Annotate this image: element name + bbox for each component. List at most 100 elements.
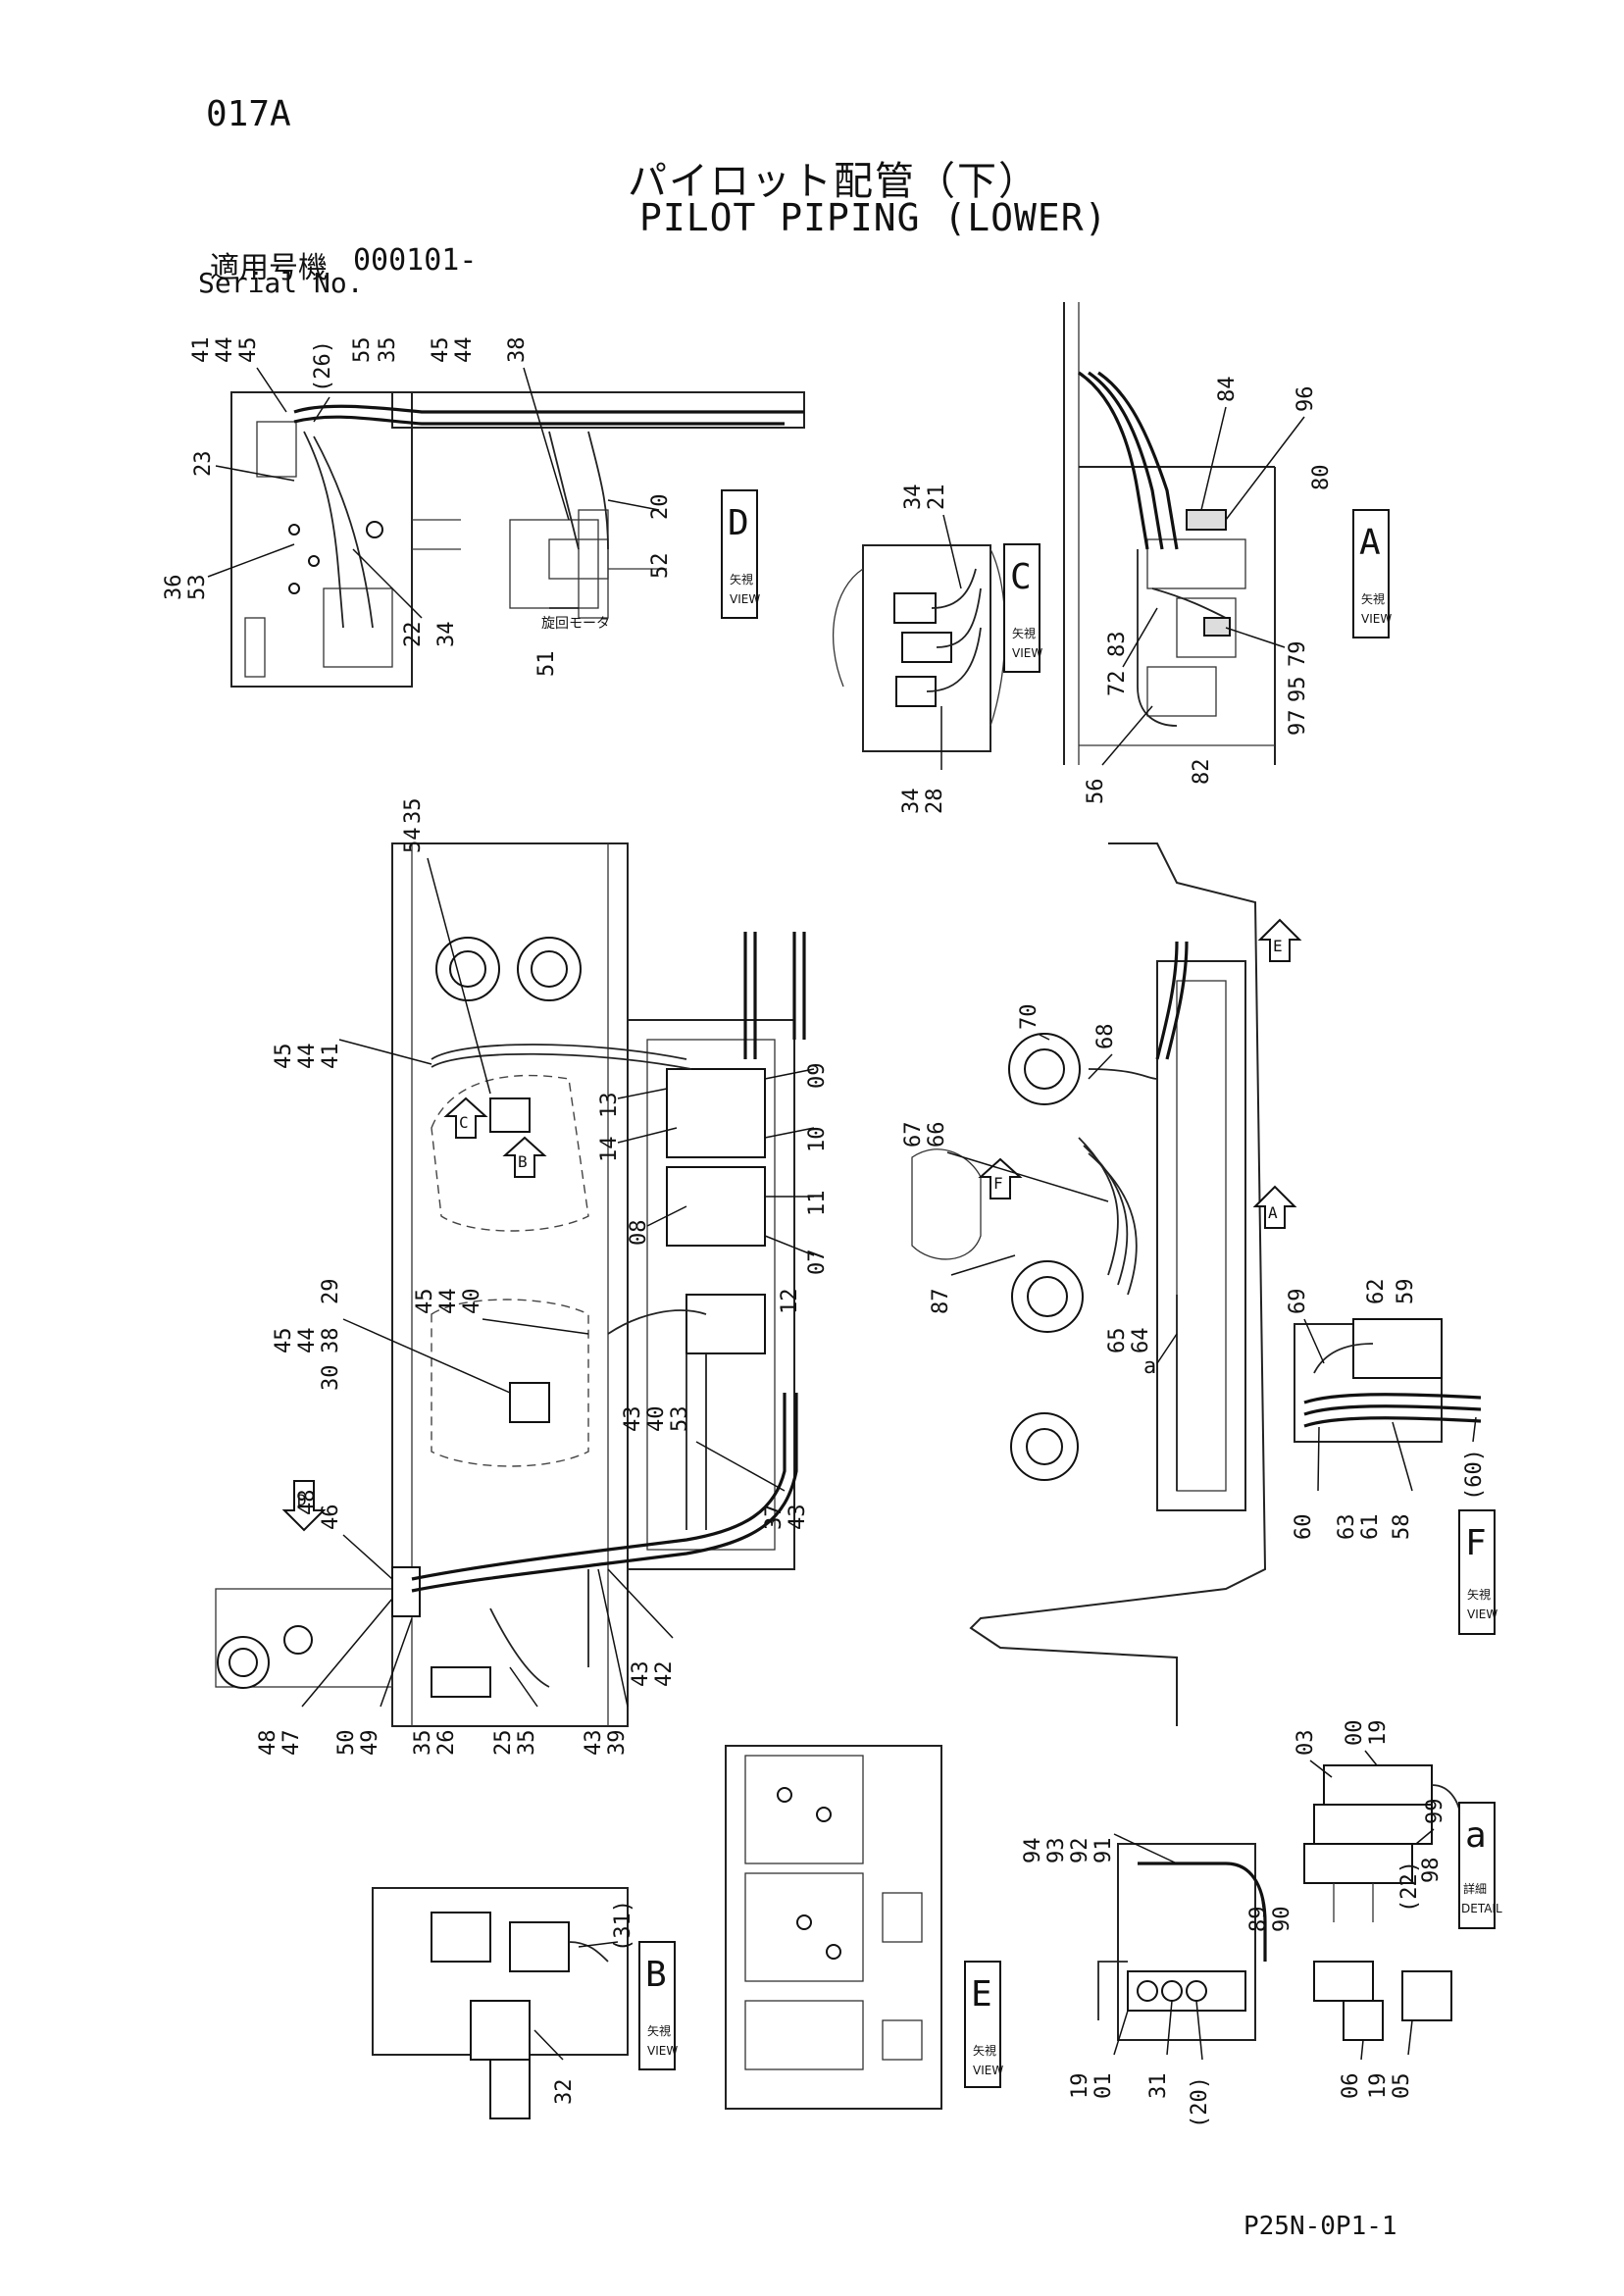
part-callout: 36 — [162, 575, 186, 601]
view-f-drawing — [1294, 1318, 1482, 1443]
part-callout: 35 — [401, 798, 426, 825]
part-callout: 43 — [786, 1505, 810, 1531]
part-callout: 44 — [213, 337, 237, 364]
part-callout: 91 — [1091, 1838, 1116, 1864]
lower-valve-drawing — [1097, 1843, 1267, 2041]
view-e-drawing — [725, 1745, 942, 2110]
callouts-main-upper: 35 54 45 44 41 13 14 08 09 10 11 07 12 — [272, 798, 830, 1315]
main-lower-frame — [215, 842, 806, 1727]
view-label-d: D 矢視 VIEW — [721, 489, 760, 619]
part-callout: VIEW — [1012, 646, 1042, 660]
section-arrow-f: F — [978, 1157, 1023, 1199]
part-callout: 41 — [189, 337, 214, 364]
part-callout: 34 — [899, 789, 924, 815]
detail-a-drawing — [1303, 1764, 1462, 1922]
callouts-lower-right: 06 19 05 — [1339, 2019, 1414, 2100]
part-callout: 47 — [279, 1730, 304, 1757]
part-callout: 20 — [648, 494, 673, 521]
part-callout: 46 — [319, 1505, 343, 1531]
part-callout: 52 — [648, 553, 673, 580]
title-english: PILOT PIPING (LOWER) — [639, 196, 1108, 239]
part-callout: 37 — [762, 1505, 787, 1531]
part-callout: 64 — [1129, 1328, 1153, 1354]
part-callout: 41 — [319, 1044, 343, 1070]
part-callout: 00 — [1343, 1720, 1367, 1747]
part-callout: 21 — [925, 485, 949, 511]
part-callout: 09 — [805, 1063, 830, 1090]
part-callout: VIEW — [1361, 612, 1392, 626]
part-callout: 14 — [597, 1137, 622, 1163]
lower-right-drawing — [1313, 1961, 1452, 2041]
part-callout: 93 — [1044, 1838, 1069, 1864]
part-callout: 63 — [1335, 1514, 1359, 1541]
part-callout: 97 — [1286, 710, 1310, 737]
part-callout: B — [518, 1152, 528, 1171]
part-callout: (22) — [1397, 1861, 1422, 1913]
callouts-right-mid: 70 68 67 66 87 65 64 a — [901, 1004, 1178, 1379]
part-callout: 94 — [1021, 1838, 1045, 1864]
part-callout: 84 — [1215, 377, 1240, 403]
part-callout: 60 — [1292, 1514, 1316, 1541]
part-callout: 53 — [668, 1406, 692, 1433]
part-callout: 72 — [1105, 671, 1130, 697]
part-callout: 38 — [505, 337, 530, 364]
part-callout: A — [1268, 1203, 1278, 1222]
callouts-view-d-top: 41 44 45 (26) 55 35 45 44 38 — [189, 337, 570, 521]
part-callout: D — [728, 503, 749, 543]
part-callout: F — [1465, 1523, 1487, 1563]
part-callout: 矢視 — [1012, 626, 1036, 640]
part-callout: 59 — [1394, 1279, 1418, 1305]
part-callout: VIEW — [973, 2064, 1003, 2077]
part-callout: 28 — [923, 789, 947, 815]
callouts-view-d-left: 23 36 53 — [162, 451, 295, 601]
part-callout: 51 — [534, 651, 559, 678]
section-arrow-b: B — [502, 1136, 547, 1178]
part-callout: 29 — [319, 1279, 343, 1305]
part-callout: E — [1273, 937, 1283, 955]
part-callout: VIEW — [647, 2044, 678, 2058]
part-callout: 70 — [1017, 1004, 1041, 1031]
part-callout: 56 — [1084, 779, 1108, 805]
part-callout: 矢視 — [647, 2023, 671, 2038]
part-callout: 06 — [1339, 2073, 1363, 2100]
part-callout: 40 — [460, 1289, 484, 1315]
part-callout: (60) — [1462, 1449, 1487, 1501]
part-callout: 矢視 — [1361, 591, 1385, 606]
view-label-a: A 矢視 VIEW — [1352, 509, 1392, 638]
part-callout: 45 — [272, 1328, 296, 1354]
callouts-main-mid: 45 44 38 29 45 44 40 30 43 40 53 37 43 — [272, 1279, 810, 1531]
part-callout: VIEW — [730, 592, 760, 606]
callouts-view-a: 84 96 80 83 72 79 95 97 56 82 — [1084, 377, 1334, 805]
part-callout: 98 — [1419, 1858, 1444, 1884]
part-callout: 32 — [552, 2079, 577, 2106]
part-callout: 11 — [805, 1191, 830, 1217]
part-callout: 35 — [376, 337, 400, 364]
part-callout: 96 — [1294, 386, 1318, 413]
part-callout: 43 — [582, 1730, 606, 1757]
callouts-view-f: 69 62 59 60 63 61 58 (60) — [1286, 1279, 1487, 1541]
part-callout: 19 — [1366, 2073, 1391, 2100]
part-callout: C — [1010, 557, 1032, 597]
part-callout: 01 — [1091, 2073, 1116, 2100]
part-callout: 45 — [413, 1289, 437, 1315]
part-callout: 67 — [901, 1122, 926, 1148]
part-callout: 19 — [1366, 1720, 1391, 1747]
view-d-note: 旋回モータ — [541, 616, 610, 632]
part-callout: E — [971, 1974, 992, 2015]
page-id: 017A — [206, 94, 291, 134]
part-callout: 03 — [1294, 1730, 1318, 1757]
callouts-lower-valve: 94 93 92 91 89 90 19 01 31 (20) — [1021, 1833, 1294, 2128]
section-arrow-d: D — [281, 1480, 327, 1532]
part-callout: 34 — [901, 485, 926, 511]
view-label-e: E 矢視 VIEW — [964, 1961, 1003, 2088]
view-a-drawing — [1063, 302, 1276, 765]
part-callout: 55 — [350, 337, 375, 364]
part-callout: DETAIL — [1461, 1902, 1502, 1915]
part-callout: 82 — [1190, 759, 1214, 786]
part-callout: 詳細 — [1463, 1881, 1487, 1896]
part-callout: 矢視 — [730, 572, 753, 587]
part-callout: 35 — [515, 1730, 539, 1757]
part-callout: B — [645, 1955, 667, 1995]
part-callout: 39 — [605, 1730, 630, 1757]
